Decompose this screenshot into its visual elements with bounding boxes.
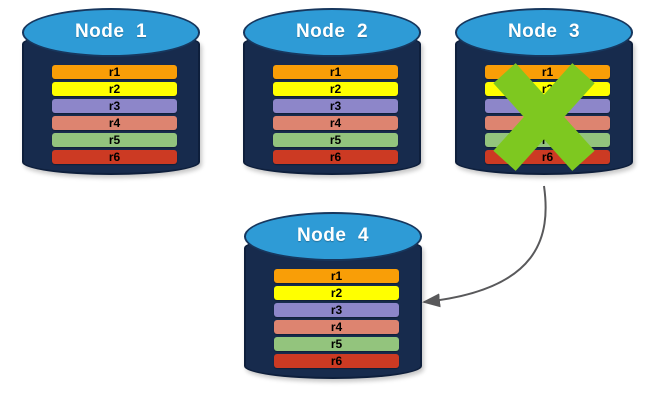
connector-path bbox=[422, 185, 547, 308]
node-2-rows: r1 r2 r3 r4 r5 r6 bbox=[273, 64, 398, 164]
node-2[interactable]: Node 2 r1 r2 r3 r4 r5 r6 bbox=[243, 8, 421, 188]
node-3[interactable]: Node 3 r1 r2 r3 r4 r5 r6 bbox=[455, 8, 633, 188]
node-1-row-r4[interactable]: r4 bbox=[52, 115, 177, 130]
node-1-row-r3[interactable]: r3 bbox=[52, 98, 177, 113]
node-1-row-r5[interactable]: r5 bbox=[52, 132, 177, 147]
node-1-rows: r1 r2 r3 r4 r5 r6 bbox=[52, 64, 177, 164]
node-3-row-r4[interactable]: r4 bbox=[485, 115, 610, 130]
node-1-row-r1[interactable]: r1 bbox=[52, 64, 177, 79]
node-4-row-r6[interactable]: r6 bbox=[274, 353, 399, 368]
node-1-row-r6[interactable]: r6 bbox=[52, 149, 177, 164]
node-4-rows: r1 r2 r3 r4 r5 r6 bbox=[274, 268, 399, 368]
node-1[interactable]: Node 1 r1 r2 r3 r4 r5 r6 bbox=[22, 8, 200, 188]
node-3-row-r2[interactable]: r2 bbox=[485, 81, 610, 96]
node-3-row-r1[interactable]: r1 bbox=[485, 64, 610, 79]
node-2-top-disc bbox=[243, 8, 421, 57]
node-4-row-r1[interactable]: r1 bbox=[274, 268, 399, 283]
node-2-row-r6[interactable]: r6 bbox=[273, 149, 398, 164]
node-1-row-r2[interactable]: r2 bbox=[52, 81, 177, 96]
node-1-top-disc bbox=[22, 8, 200, 57]
node-4-top-disc bbox=[244, 212, 422, 261]
node-2-row-r3[interactable]: r3 bbox=[273, 98, 398, 113]
node-2-row-r2[interactable]: r2 bbox=[273, 81, 398, 96]
node-4-row-r5[interactable]: r5 bbox=[274, 336, 399, 351]
node-4-row-r2[interactable]: r2 bbox=[274, 285, 399, 300]
node-2-row-r5[interactable]: r5 bbox=[273, 132, 398, 147]
node-3-row-r3[interactable]: r3 bbox=[485, 98, 610, 113]
node-3-row-r6[interactable]: r6 bbox=[485, 149, 610, 164]
node-4-row-r3[interactable]: r3 bbox=[274, 302, 399, 317]
node-3-row-r5[interactable]: r5 bbox=[485, 132, 610, 147]
node-4-row-r4[interactable]: r4 bbox=[274, 319, 399, 334]
node-2-row-r1[interactable]: r1 bbox=[273, 64, 398, 79]
node-4[interactable]: Node 4 r1 r2 r3 r4 r5 r6 bbox=[244, 212, 422, 392]
node-3-rows: r1 r2 r3 r4 r5 r6 bbox=[485, 64, 610, 164]
node-2-row-r4[interactable]: r4 bbox=[273, 115, 398, 130]
node-3-top-disc bbox=[455, 8, 633, 57]
